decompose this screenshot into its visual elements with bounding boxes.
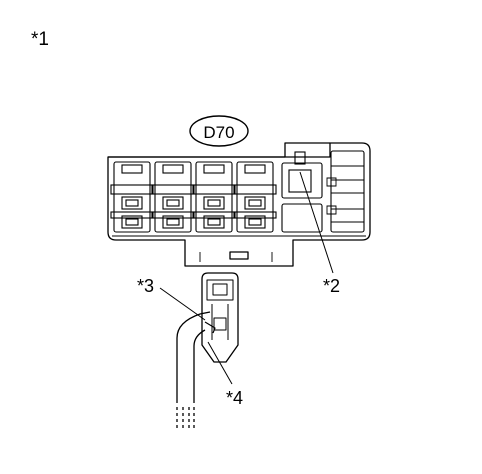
test-probe — [201, 272, 239, 363]
connector-id-badge: D70 — [189, 115, 249, 147]
cavity-column-4 — [233, 161, 277, 233]
right-cavity-block — [281, 150, 365, 233]
terminal-cavities — [110, 161, 277, 233]
connector-id: D70 — [203, 123, 234, 142]
callout-4: *4 — [226, 388, 243, 408]
probe-lead — [176, 311, 211, 428]
cavity-column-1 — [110, 161, 154, 233]
callout-3: *3 — [137, 276, 154, 296]
leader-line-4 — [207, 341, 233, 385]
connector-body — [107, 142, 371, 267]
figure-label: *1 — [31, 29, 49, 50]
leader-line-3 — [159, 287, 206, 321]
cavity-column-3 — [192, 161, 236, 233]
leader-line-2 — [299, 171, 334, 274]
cavity-column-2 — [151, 161, 195, 233]
callout-2: *2 — [323, 276, 340, 296]
leader-lines — [159, 171, 334, 385]
